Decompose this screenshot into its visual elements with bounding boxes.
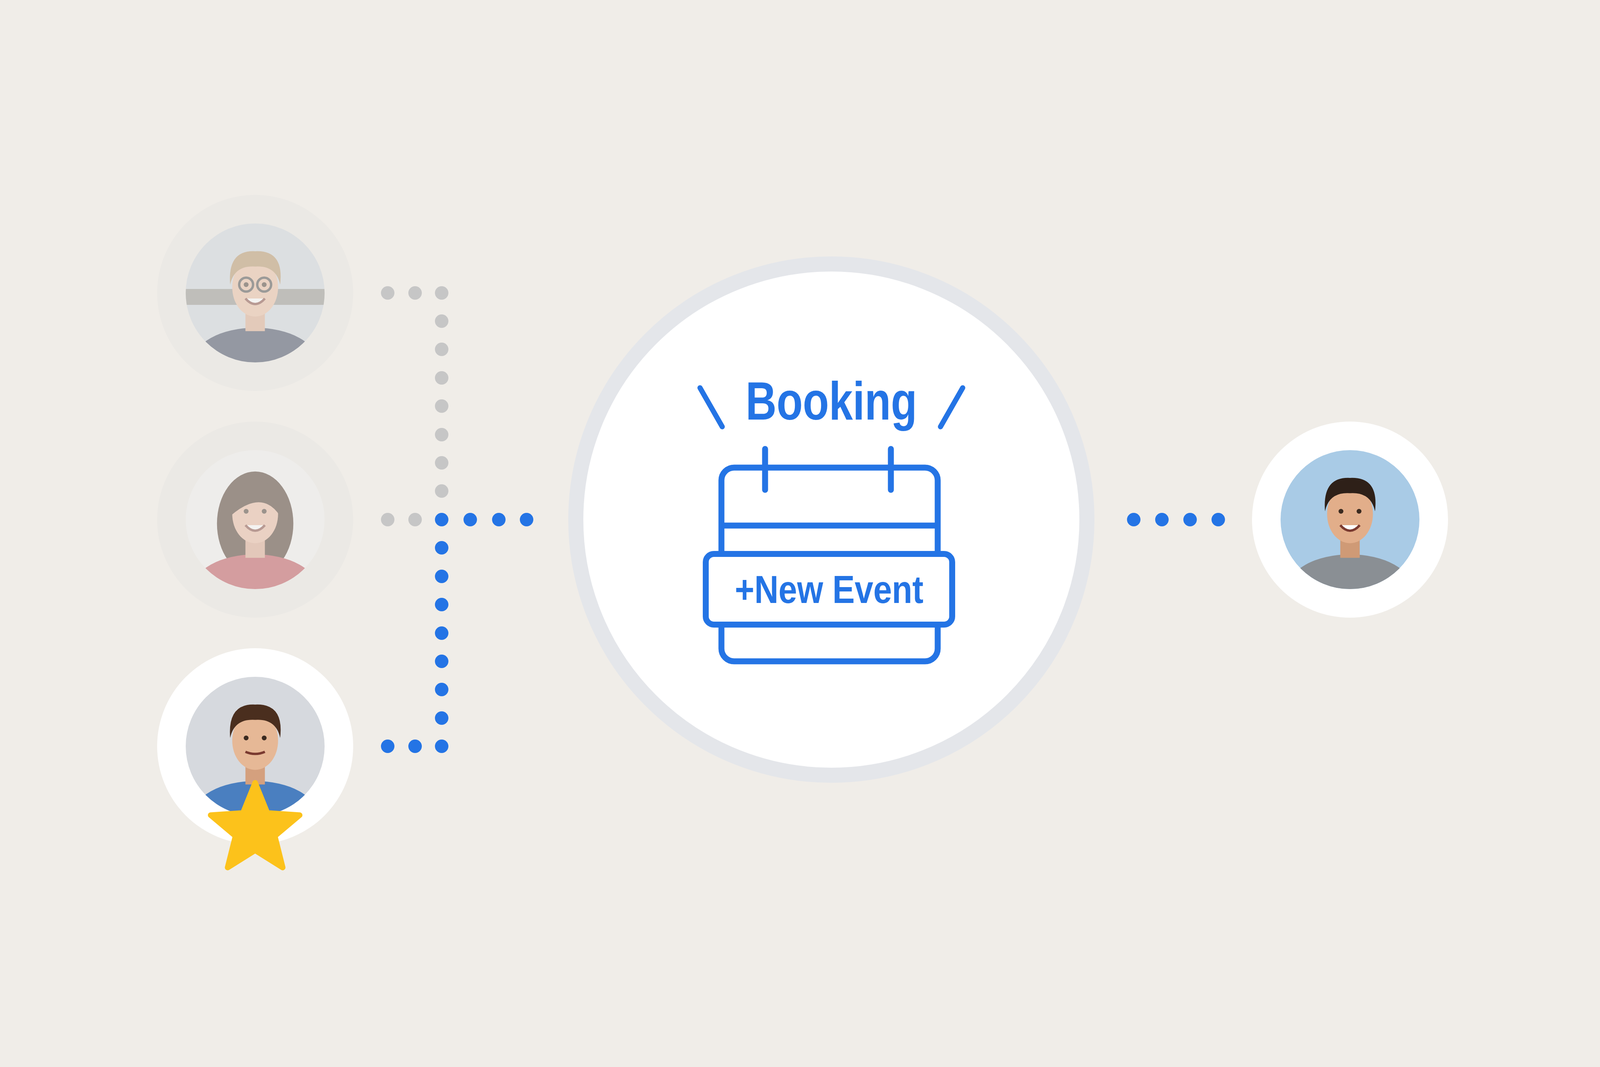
booking-circle: Booking +New Event xyxy=(568,256,1095,783)
heading: Booking xyxy=(745,374,918,428)
button-label: +New Event xyxy=(734,569,924,609)
new-event-button: +New Event xyxy=(702,550,956,628)
calendar-icon xyxy=(583,271,1080,768)
